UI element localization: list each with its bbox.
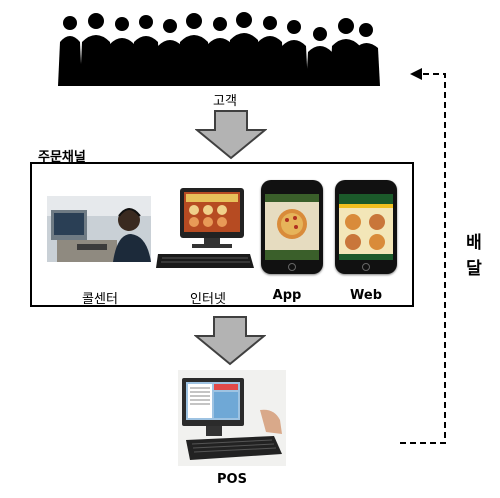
delivery-label: 배달 <box>462 230 486 282</box>
customers-label: 고객 <box>213 94 237 109</box>
order-channels-title: 주문채널 <box>38 150 86 165</box>
down-arrow-icon <box>194 316 266 366</box>
pos-terminal-icon <box>178 370 286 466</box>
delivery-label-text: 배달 <box>466 233 482 279</box>
smartphone-app-icon <box>261 180 323 274</box>
desktop-pc-icon <box>156 188 254 268</box>
delivery-return-arrow-icon <box>400 68 446 444</box>
pos-label: POS <box>217 472 247 487</box>
app-label: App <box>272 288 302 303</box>
call-center-photo-icon <box>47 196 151 262</box>
smartphone-web-icon <box>335 180 397 274</box>
order-channels-box <box>30 162 414 307</box>
web-label: Web <box>350 288 382 303</box>
people-silhouette-icon <box>58 12 380 86</box>
internet-label: 인터넷 <box>190 292 226 307</box>
down-arrow-icon <box>195 110 267 160</box>
call-center-label: 콜센터 <box>82 292 118 307</box>
